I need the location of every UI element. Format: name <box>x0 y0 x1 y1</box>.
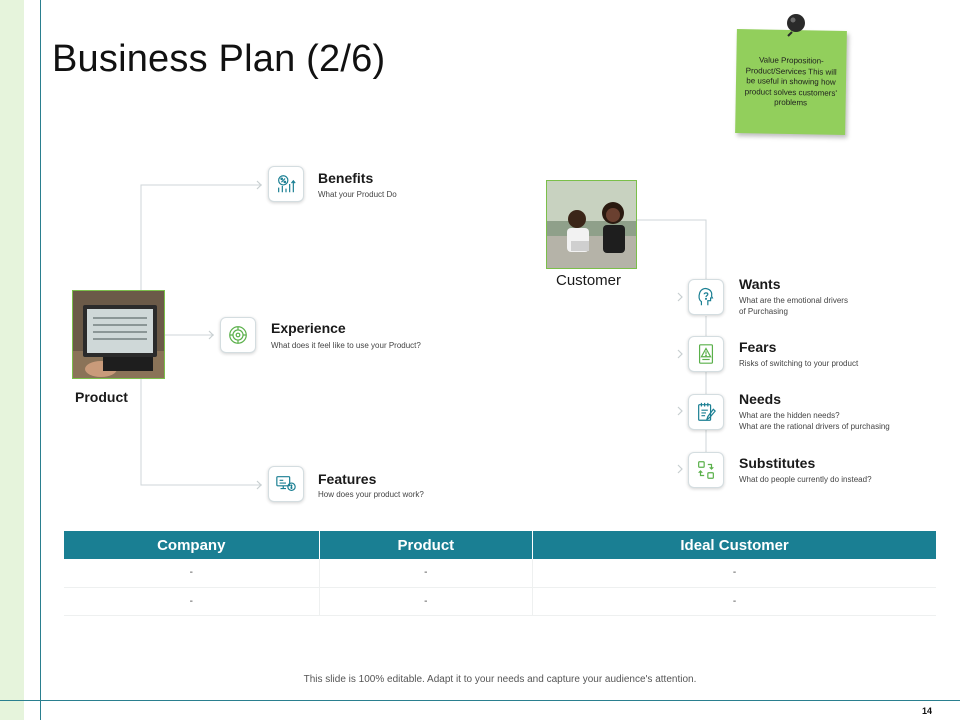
table-cell: - <box>319 559 533 587</box>
features-icon-box <box>268 466 304 502</box>
target-icon <box>227 324 249 346</box>
table-cell: - <box>64 559 319 587</box>
chart-percent-icon <box>275 173 297 195</box>
table-cell: - <box>64 587 319 615</box>
notepad-pen-icon <box>695 401 717 423</box>
table-cell: - <box>533 587 936 615</box>
experience-title: Experience <box>271 320 346 336</box>
side-divider-line <box>40 0 41 720</box>
table-header-row: Company Product Ideal Customer <box>64 531 936 559</box>
wants-desc-line2: of Purchasing <box>739 306 788 317</box>
experience-desc: What does it feel like to use your Produ… <box>271 340 421 351</box>
customer-photo <box>546 180 637 269</box>
wants-title: Wants <box>739 276 780 292</box>
benefits-desc: What your Product Do <box>318 189 397 200</box>
table-row: - - - <box>64 559 936 587</box>
head-question-icon <box>695 286 717 308</box>
benefits-title: Benefits <box>318 170 373 186</box>
sticky-note: Value Proposition- Product/Services This… <box>735 29 847 135</box>
substitutes-title: Substitutes <box>739 455 815 471</box>
benefits-icon-box <box>268 166 304 202</box>
footer-note: This slide is 100% editable. Adapt it to… <box>200 674 800 685</box>
table-row: - - - <box>64 587 936 615</box>
fears-icon-box <box>688 336 724 372</box>
warning-doc-icon <box>695 343 717 365</box>
swap-icon <box>695 459 717 481</box>
table-cell: - <box>319 587 533 615</box>
fears-desc: Risks of switching to your product <box>739 358 858 369</box>
side-accent-strip <box>0 0 24 720</box>
substitutes-icon-box <box>688 452 724 488</box>
table-cell: - <box>533 559 936 587</box>
needs-desc-line2: What are the rational drivers of purchas… <box>739 421 890 432</box>
wants-desc-line1: What are the emotional drivers <box>739 295 848 306</box>
needs-desc-line1: What are the hidden needs? <box>739 410 840 421</box>
needs-icon-box <box>688 394 724 430</box>
customer-label: Customer <box>556 272 621 289</box>
bottom-divider-line <box>0 700 960 701</box>
page-number: 14 <box>922 706 932 716</box>
summary-table: Company Product Ideal Customer - - - - -… <box>64 531 936 616</box>
wants-icon-box <box>688 279 724 315</box>
slide-title: Business Plan (2/6) <box>52 38 385 81</box>
column-header: Product <box>319 531 533 559</box>
experience-icon-box <box>220 317 256 353</box>
product-photo <box>72 290 165 379</box>
substitutes-desc: What do people currently do instead? <box>739 474 872 485</box>
features-title: Features <box>318 471 376 487</box>
product-label: Product <box>75 389 128 405</box>
pushpin-icon <box>784 13 808 37</box>
column-header: Company <box>64 531 319 559</box>
sticky-note-text: Value Proposition- Product/Services This… <box>740 55 843 109</box>
fears-title: Fears <box>739 339 776 355</box>
column-header: Ideal Customer <box>533 531 936 559</box>
features-desc: How does your product work? <box>318 489 424 500</box>
needs-title: Needs <box>739 391 781 407</box>
monitor-dollar-icon <box>275 473 297 495</box>
